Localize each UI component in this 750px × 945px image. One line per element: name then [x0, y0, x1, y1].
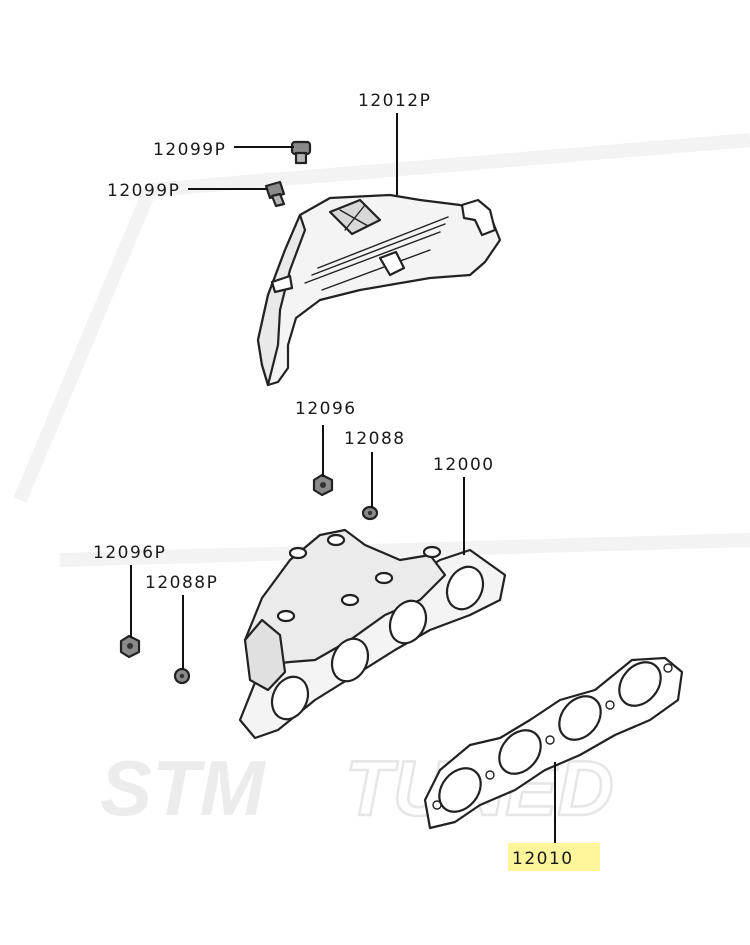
gasket-bolt-hole [605, 700, 615, 710]
manifold-port-1 [270, 675, 310, 721]
heat-shield-tab-left [270, 274, 294, 294]
gasket-part [423, 656, 684, 830]
gasket-port-1 [438, 767, 482, 813]
label-washer-center: 12088 [344, 429, 406, 449]
manifold-stud [288, 546, 308, 560]
bolt-lower-part [264, 180, 286, 208]
gasket-bolt-hole [663, 663, 673, 673]
gasket-bolt-hole [432, 800, 442, 810]
label-bolt-lower: 12099P [107, 181, 180, 201]
washer-center-hole [367, 510, 373, 516]
washer-left-hole [179, 673, 185, 679]
watermark-text-stm: STM [100, 744, 267, 832]
watermark-swoosh-lower [59, 533, 750, 567]
washer-center-part [361, 505, 379, 521]
gasket-label-highlight [508, 843, 600, 871]
manifold-stud [422, 545, 442, 559]
manifold-port-2 [330, 637, 370, 683]
exhaust-manifold-part [238, 528, 507, 740]
gasket-port-4 [618, 661, 662, 707]
manifold-stud [326, 533, 346, 547]
nut-left-part [119, 634, 141, 659]
manifold-port-3 [388, 599, 428, 645]
label-nut-center: 12096 [295, 399, 357, 419]
manifold-stud [374, 571, 394, 585]
manifold-stud [276, 609, 296, 623]
label-washer-left: 12088P [145, 573, 218, 593]
watermark-swoosh [13, 133, 750, 503]
nut-left-hole [127, 643, 133, 649]
heat-shield-body [256, 193, 502, 387]
manifold-collector [243, 618, 287, 692]
washer-left-part [173, 667, 191, 685]
heat-shield-clip [378, 250, 406, 277]
label-manifold: 12000 [433, 455, 495, 475]
heat-shield-rib [311, 223, 446, 276]
manifold-port-4 [445, 565, 485, 611]
heat-shield-rib [304, 231, 441, 284]
heat-shield-part [256, 193, 502, 387]
gasket-port-2 [498, 729, 542, 775]
gasket-port-3 [558, 695, 602, 741]
heat-shield-rib [321, 249, 431, 291]
bolt-upper-shank [294, 151, 308, 165]
heat-shield-emboss-mark [339, 204, 369, 231]
heat-shield-side [256, 213, 307, 387]
bolt-upper-part [290, 140, 312, 165]
manifold-stud [340, 593, 360, 607]
label-gasket: 12010 [512, 849, 574, 869]
label-heat-shield: 12012P [358, 91, 431, 111]
heat-shield-tab-right [460, 198, 497, 237]
nut-center-part [312, 473, 334, 497]
gasket-bolt-hole [485, 770, 495, 780]
gasket-bolt-hole [545, 735, 555, 745]
label-bolt-upper: 12099P [153, 140, 226, 160]
label-nut-left: 12096P [93, 543, 166, 563]
heat-shield-rib [317, 216, 449, 269]
nut-center-hole [320, 482, 326, 488]
bolt-lower-shank [270, 192, 286, 208]
